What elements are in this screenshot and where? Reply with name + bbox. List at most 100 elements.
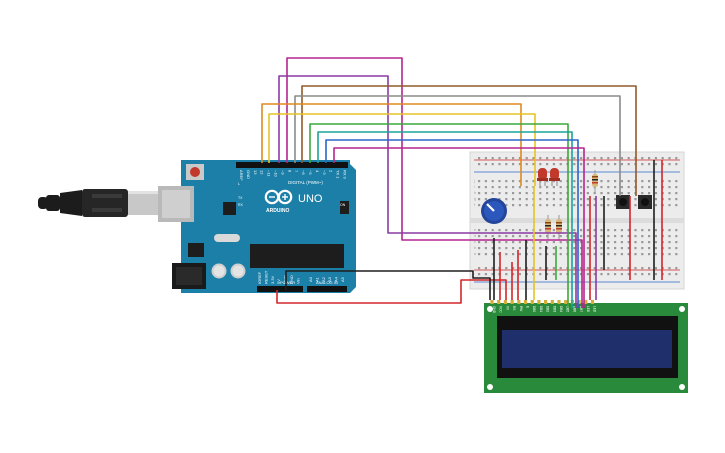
lcd-pin [550,300,554,304]
breadboard-hole [539,157,542,160]
breadboard-hole [518,198,521,201]
breadboard-hole [552,229,555,232]
arduino-power-pin-label: GND [283,275,288,284]
breadboard-hole [505,157,508,160]
breadboard-hole [518,180,521,183]
breadboard-hole [634,198,637,201]
breadboard-hole [634,267,637,270]
breadboard-hole [573,157,576,160]
breadboard-hole [573,198,576,201]
breadboard-hole [478,247,481,250]
lcd-pin-label: DB1 [539,306,543,312]
breadboard-hole [614,163,617,166]
breadboard-hole [620,192,623,195]
breadboard-hole [675,157,678,160]
breadboard-hole [675,273,678,276]
breadboard-hole [634,273,637,276]
breadboard-hole [620,180,623,183]
breadboard-hole [675,192,678,195]
arduino-analog-pin-label: A3 [327,276,332,282]
breadboard-hole [546,186,549,189]
breadboard-hole [484,273,487,276]
breadboard-hole [620,186,623,189]
breadboard-hole [546,198,549,201]
breadboard-hole [620,163,623,166]
breadboard-hole [648,229,651,232]
breadboard-row-letter: c [474,240,476,244]
red-led [537,168,548,186]
breadboard-hole [607,204,610,207]
breadboard-hole [614,235,617,238]
lcd-pin [557,300,561,304]
wire-brown [301,85,637,196]
arduino-pin-label: 7 [294,170,299,173]
breadboard-hole [600,192,603,195]
breadboard-hole [593,204,596,207]
breadboard-hole [505,204,508,207]
breadboard-hole [654,163,657,166]
analog-header-label: ANALOG IN [316,280,338,285]
breadboard-hole [546,253,549,256]
arduino-power-pin-label: RESET [263,270,268,284]
breadboard-hole [600,235,603,238]
breadboard-hole [552,253,555,256]
breadboard-hole [512,204,515,207]
breadboard-hole [546,163,549,166]
l-label: L [238,182,240,186]
lcd-pin-label: DB5 [566,306,570,312]
lcd-pin-label: RS [512,306,516,310]
breadboard-hole [484,180,487,183]
breadboard-hole [552,192,555,195]
breadboard-hole [675,267,678,270]
breadboard-hole [654,180,657,183]
breadboard-hole [498,241,501,244]
breadboard-hole [491,180,494,183]
breadboard-hole [491,192,494,195]
breadboard-hole [586,186,589,189]
lcd-pin [544,300,548,304]
breadboard-hole [512,273,515,276]
breadboard-hole [620,273,623,276]
breadboard-hole [478,186,481,189]
breadboard-hole [620,247,623,250]
breadboard-hole [539,198,542,201]
breadboard-hole [498,235,501,238]
wire-green [309,123,569,308]
breadboard-hole [525,163,528,166]
breadboard-hole [559,241,562,244]
arduino-pin-label: ~5 [308,170,313,175]
breadboard-hole [607,241,610,244]
arduino-analog-pin-label: A2 [321,276,326,282]
arduino-pin-label: 8 [287,170,292,173]
breadboard-hole [580,235,583,238]
breadboard-hole [559,235,562,238]
breadboard-hole [648,235,651,238]
breadboard-hole [627,163,630,166]
breadboard-hole [478,163,481,166]
breadboard-hole [552,235,555,238]
breadboard-hole [627,186,630,189]
breadboard-hole [586,192,589,195]
breadboard-hole [580,198,583,201]
breadboard-hole [648,157,651,160]
breadboard-hole [620,241,623,244]
breadboard-hole [505,267,508,270]
breadboard-hole [559,157,562,160]
breadboard-hole [668,204,671,207]
breadboard-hole [580,186,583,189]
breadboard-hole [607,186,610,189]
breadboard-hole [559,253,562,256]
breadboard-hole [593,163,596,166]
breadboard-hole [614,157,617,160]
breadboard-hole [573,163,576,166]
breadboard-hole [539,163,542,166]
breadboard-hole [586,198,589,201]
breadboard-hole [484,267,487,270]
breadboard-hole [491,267,494,270]
breadboard-hole [607,192,610,195]
arduino-analog-pin-label: A1 [314,276,319,282]
arduino-pin-label: ~9 [280,170,285,175]
lcd-pin-label: LED [593,306,597,313]
